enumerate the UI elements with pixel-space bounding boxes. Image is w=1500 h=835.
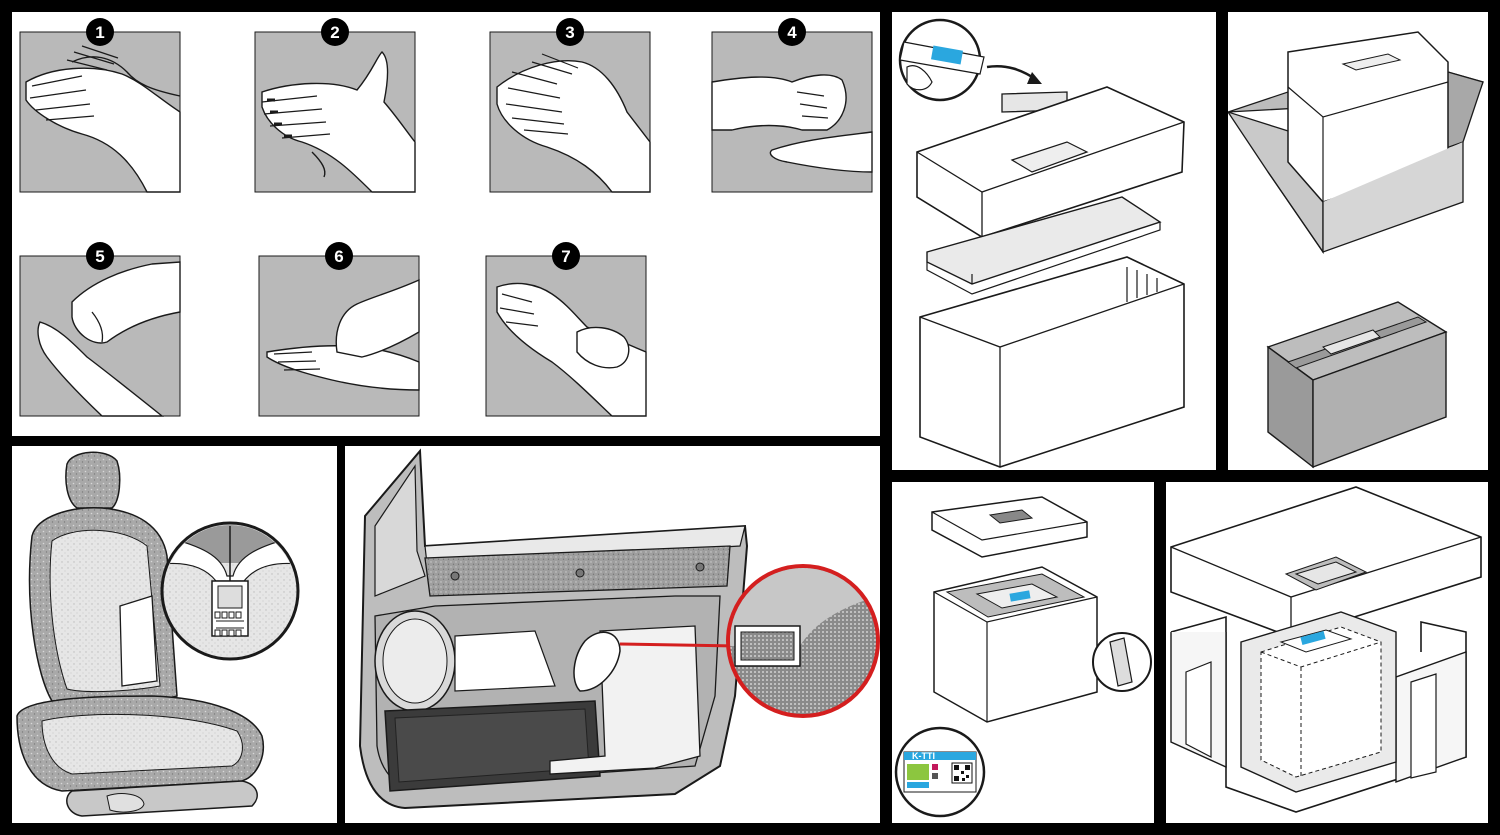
step-number: 7 bbox=[561, 247, 570, 266]
callout-line bbox=[619, 642, 738, 648]
seat-detail-callout bbox=[160, 521, 300, 661]
packed-box-svg bbox=[1228, 31, 1484, 469]
car-door-svg bbox=[358, 448, 880, 810]
foam-box-label-svg: K-TTI bbox=[894, 496, 1152, 818]
handwashing-steps-svg: 1 2 3 bbox=[19, 18, 873, 417]
hands-interlace-palm-icon bbox=[496, 53, 651, 193]
step-3: 3 bbox=[489, 18, 651, 193]
car-seat-panel bbox=[12, 446, 337, 823]
cold-pack-inset bbox=[1092, 632, 1152, 692]
hands-fingertips-rub-icon bbox=[266, 278, 420, 391]
step-2: 2 bbox=[254, 18, 416, 193]
qr-code-icon bbox=[951, 762, 973, 784]
step-4: 4 bbox=[711, 18, 873, 193]
car-seat-svg bbox=[16, 451, 300, 817]
label-inset bbox=[898, 18, 985, 102]
cutaway-box-svg bbox=[1170, 486, 1482, 813]
car-door-panel bbox=[345, 446, 880, 823]
hands-interlace-back-icon bbox=[261, 51, 416, 193]
foam-box-label-panel: K-TTI bbox=[892, 482, 1154, 823]
step-number: 5 bbox=[95, 247, 104, 266]
exploded-box-panel bbox=[892, 12, 1216, 470]
headrest bbox=[65, 451, 121, 509]
step-number: 3 bbox=[565, 23, 574, 42]
hands-wrist-rub-icon bbox=[496, 282, 647, 417]
door-detail-callout bbox=[726, 564, 880, 718]
box-container bbox=[919, 256, 1185, 468]
packed-box-panel bbox=[1228, 12, 1488, 470]
step-6: 6 bbox=[258, 242, 420, 417]
hands-rub-palm-icon bbox=[25, 45, 181, 193]
hands-thumb-rub-icon bbox=[37, 261, 181, 417]
exploded-box-svg bbox=[898, 18, 1185, 468]
ktti-label-inset: K-TTI bbox=[894, 726, 986, 818]
step-number: 4 bbox=[787, 23, 797, 42]
foam-lid bbox=[931, 496, 1088, 558]
step-7: 7 bbox=[485, 242, 647, 417]
open-cardboard-box bbox=[1228, 31, 1484, 255]
cutaway-box-panel bbox=[1166, 482, 1488, 823]
step-number: 2 bbox=[330, 23, 339, 42]
seat-flap bbox=[119, 595, 158, 687]
step-number: 1 bbox=[95, 23, 104, 42]
cooling-plate bbox=[926, 196, 1162, 285]
step-5: 5 bbox=[19, 242, 181, 417]
hands-fingers-lock-icon bbox=[711, 74, 873, 173]
label-brand: K-TTI bbox=[912, 751, 935, 761]
step-number: 6 bbox=[334, 247, 343, 266]
handwashing-steps-panel: 1 2 3 bbox=[12, 12, 880, 436]
step-1: 1 bbox=[19, 18, 181, 193]
closed-cardboard-box bbox=[1266, 301, 1448, 469]
